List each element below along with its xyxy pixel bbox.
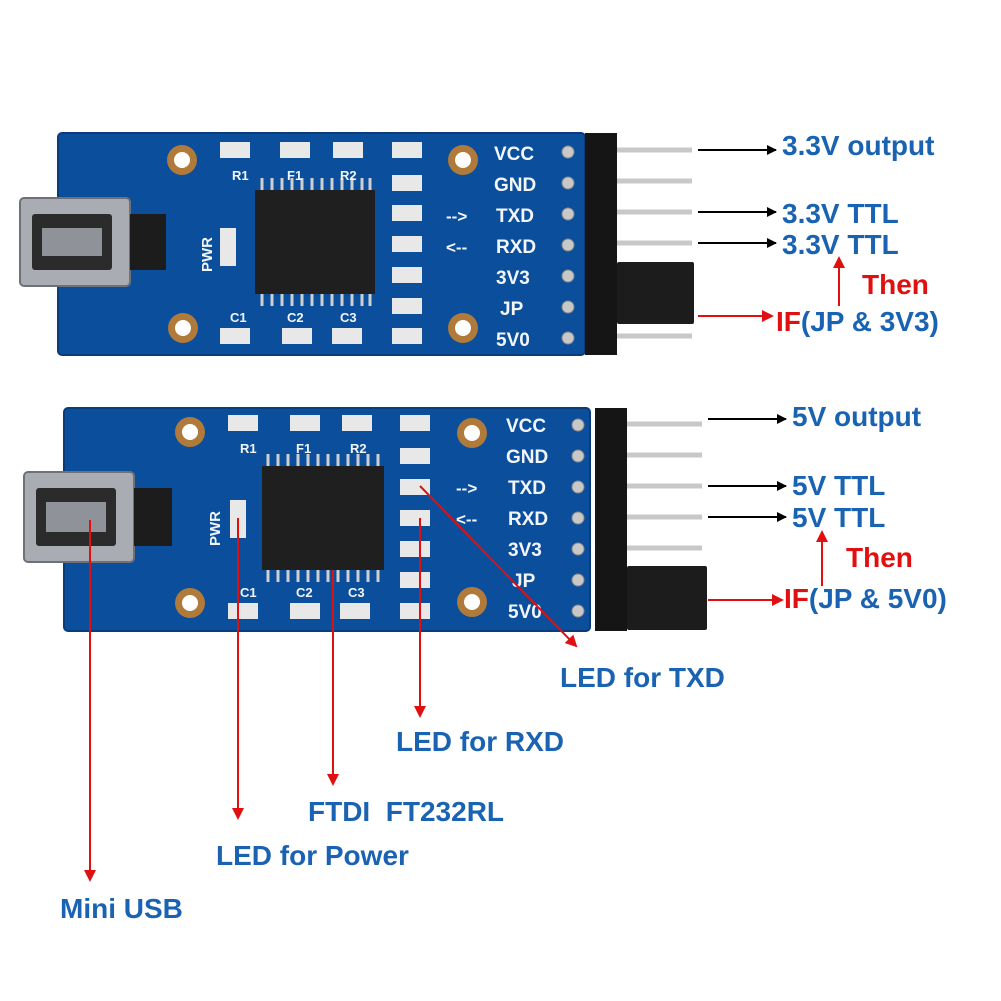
pin-label-txd: TXD bbox=[508, 478, 546, 499]
annotation-bottom-txd: 5V TTL bbox=[792, 470, 885, 501]
pin-label-jp: JP bbox=[500, 299, 524, 320]
header-pins-bottom bbox=[627, 421, 702, 551]
label-c1: C1 bbox=[230, 310, 247, 325]
callout-chip: FTDI FT232RL bbox=[308, 796, 504, 827]
label-r2: R2 bbox=[350, 441, 367, 456]
pin-label-jp: JP bbox=[512, 571, 536, 592]
smd-components-top bbox=[220, 142, 422, 344]
pin-arrow-out: --> bbox=[446, 207, 467, 226]
pin-label-rxd: RXD bbox=[508, 509, 548, 530]
label-c3: C3 bbox=[348, 585, 365, 600]
annotation-top-vcc: 3.3V output bbox=[782, 130, 934, 161]
pin-pads-top bbox=[561, 145, 575, 345]
label-r1: R1 bbox=[232, 168, 249, 183]
label-f1: F1 bbox=[287, 168, 302, 183]
label-f1: F1 bbox=[296, 441, 311, 456]
annotation-top-then: Then bbox=[862, 269, 929, 300]
pin-label-gnd: GND bbox=[506, 447, 548, 468]
pin-label-5v0: 5V0 bbox=[508, 602, 542, 623]
label-c2: C2 bbox=[287, 310, 304, 325]
callout-led-txd: LED for TXD bbox=[560, 662, 725, 693]
mini-usb-connector-bottom bbox=[23, 471, 172, 563]
ftdi-chip-bottom bbox=[262, 454, 384, 582]
pin-label-5v0: 5V0 bbox=[496, 330, 530, 351]
pin-header-top bbox=[585, 133, 617, 355]
label-c1: C1 bbox=[240, 585, 257, 600]
pin-arrow-out: --> bbox=[456, 479, 477, 498]
mini-usb-connector-top bbox=[19, 197, 166, 287]
annotations-top: 3.3V output 3.3V TTL 3.3V TTL Then IF(JP… bbox=[698, 130, 939, 337]
label-pwr: PWR bbox=[199, 237, 216, 272]
ftdi-chip-top bbox=[255, 178, 375, 306]
callout-led-power: LED for Power bbox=[216, 840, 409, 871]
annotation-top-txd: 3.3V TTL bbox=[782, 198, 899, 229]
annotation-bottom-if: IF(JP & 5V0) bbox=[784, 583, 947, 614]
jumper-bottom bbox=[627, 566, 707, 630]
pin-label-vcc: VCC bbox=[506, 416, 546, 437]
label-c3: C3 bbox=[340, 310, 357, 325]
smd-components-bottom bbox=[228, 415, 430, 619]
label-pwr: PWR bbox=[207, 511, 224, 546]
pin-arrow-in: <-- bbox=[456, 510, 477, 529]
label-c2: C2 bbox=[296, 585, 313, 600]
annotation-bottom-vcc: 5V output bbox=[792, 401, 921, 432]
board-top: R1 F1 R2 C1 C2 C3 PWR VCC GND --> TXD <-… bbox=[19, 132, 694, 356]
pin-pads-bottom bbox=[571, 418, 585, 618]
annotation-bottom-then: Then bbox=[846, 542, 913, 573]
pin-label-vcc: VCC bbox=[494, 144, 534, 165]
pin-label-3v3: 3V3 bbox=[508, 540, 542, 561]
pin-arrow-in: <-- bbox=[446, 238, 467, 257]
label-r2: R2 bbox=[340, 168, 357, 183]
callout-led-rxd: LED for RXD bbox=[396, 726, 564, 757]
annotations-bottom: 5V output 5V TTL 5V TTL Then IF(JP & 5V0… bbox=[708, 401, 947, 614]
label-r1: R1 bbox=[240, 441, 257, 456]
callout-mini-usb: Mini USB bbox=[60, 893, 183, 924]
pin-label-gnd: GND bbox=[494, 175, 536, 196]
annotation-top-if: IF(JP & 3V3) bbox=[776, 306, 939, 337]
pin-label-rxd: RXD bbox=[496, 237, 536, 258]
pin-label-txd: TXD bbox=[496, 206, 534, 227]
callout-lines bbox=[84, 485, 578, 882]
annotation-top-rxd: 3.3V TTL bbox=[782, 229, 899, 260]
pin-label-3v3: 3V3 bbox=[496, 268, 530, 289]
pin-header-bottom bbox=[595, 408, 627, 631]
jumper-top bbox=[617, 262, 694, 324]
board-bottom: R1 F1 R2 C1 C2 C3 PWR VCC GND --> TXD <-… bbox=[23, 407, 707, 632]
annotation-bottom-rxd: 5V TTL bbox=[792, 502, 885, 533]
